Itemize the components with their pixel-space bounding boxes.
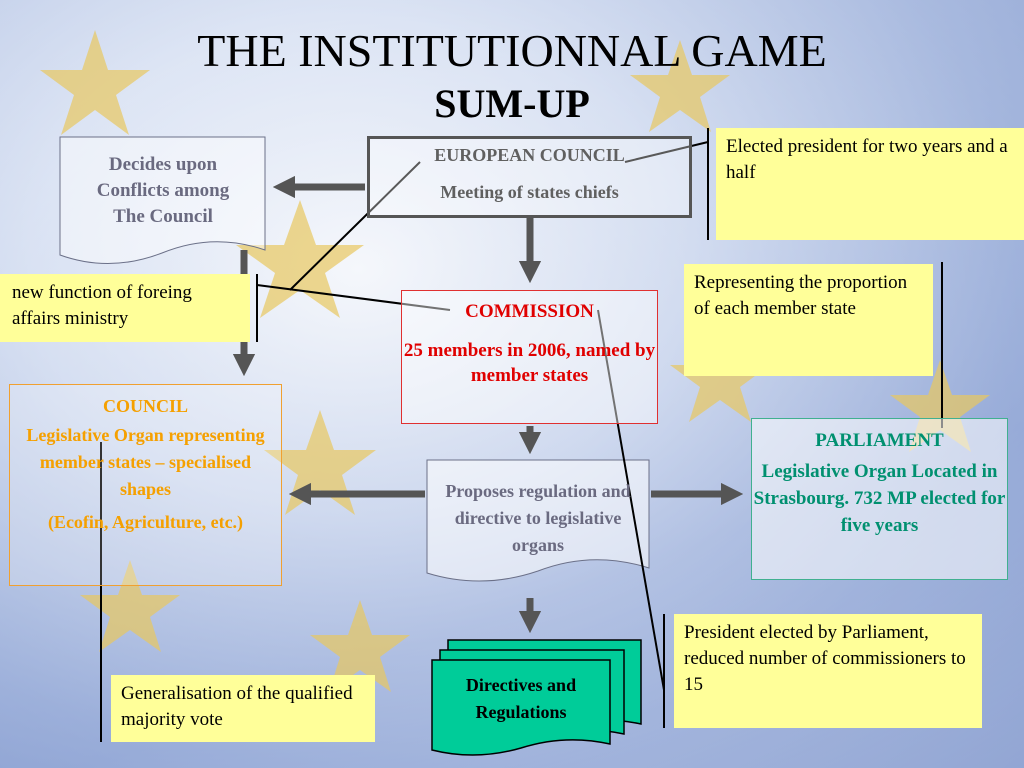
note-elected-president: Elected president for two years and a ha… xyxy=(716,128,1024,240)
council-description: Legislative Organ representing member st… xyxy=(26,425,265,499)
slide-title: THE INSTITUTIONNAL GAME xyxy=(197,25,827,76)
callout-line-foreign-pointer-a xyxy=(289,161,421,291)
star-icon xyxy=(80,560,180,652)
proposes-document-shape xyxy=(426,459,650,582)
callout-line-foreign-pointer-b xyxy=(256,284,451,311)
slide-subtitle: SUM-UP xyxy=(434,81,590,126)
note-qualified-majority: Generalisation of the qualified majority… xyxy=(111,675,375,742)
commission-name: COMMISSION xyxy=(465,301,594,322)
parliament-name: PARLIAMENT xyxy=(815,430,944,451)
directives-regulations-stack xyxy=(431,639,642,756)
star-icon xyxy=(236,200,364,318)
commission-box: COMMISSION 25 members in 2006, named by … xyxy=(401,290,658,424)
note-foreign-affairs: new function of foreing affairs ministry xyxy=(0,274,250,342)
star-icon xyxy=(890,360,990,452)
decides-line-2: Conflicts among xyxy=(96,180,230,201)
directives-regulations-label: Directives and Regulations xyxy=(432,672,610,726)
decides-line-1: Decides upon xyxy=(108,154,218,175)
decides-document: Decides upon Conflicts among The Council xyxy=(62,152,264,230)
note-representing: Representing the proportion of each memb… xyxy=(684,264,933,376)
callout-line-president-pointer xyxy=(597,309,665,691)
council-box: COUNCIL Legislative Organ representing m… xyxy=(9,384,282,586)
directives-line-1: Directives and xyxy=(465,675,577,695)
callout-line-elected-pointer xyxy=(624,141,709,163)
commission-description: 25 members in 2006, named by member stat… xyxy=(403,340,656,386)
directives-line-2: Regulations xyxy=(475,702,567,722)
european-council-description: Meeting of states chiefs xyxy=(440,182,619,202)
star-icon xyxy=(630,40,730,132)
decides-document-shape xyxy=(59,136,266,265)
european-council-box: EUROPEAN COUNCIL Meeting of states chief… xyxy=(367,136,692,218)
star-icon xyxy=(310,600,410,692)
star-icon xyxy=(670,330,770,422)
parliament-box: PARLIAMENT Legislative Organ Located in … xyxy=(751,418,1008,580)
proposes-document-text: Proposes regulation and directive to leg… xyxy=(445,481,631,555)
star-icon xyxy=(40,30,150,135)
european-council-name: EUROPEAN COUNCIL xyxy=(434,145,625,165)
star-icon xyxy=(264,410,376,515)
decides-line-3: The Council xyxy=(113,206,213,227)
council-name: COUNCIL xyxy=(102,396,188,416)
parliament-description: Legislative Organ Located in Strasbourg.… xyxy=(753,461,1006,536)
council-examples: (Ecofin, Agriculture, etc.) xyxy=(47,512,244,532)
note-president-commission: President elected by Parliament, reduced… xyxy=(674,614,982,728)
